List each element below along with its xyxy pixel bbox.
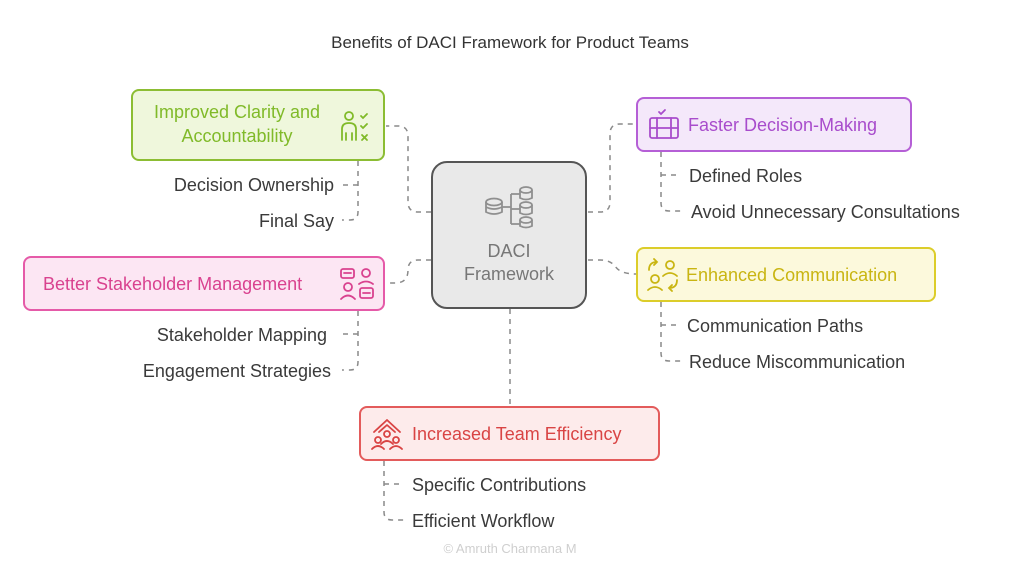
sub-decision-ownership: Decision Ownership	[173, 175, 334, 195]
node-better-stakeholder-management-label: Better Stakeholder Management	[43, 274, 303, 294]
center-node	[431, 161, 587, 309]
sub-efficient-workflow: Efficient Workflow	[412, 511, 555, 531]
people-chat-icon	[340, 268, 374, 300]
node-increased-team-efficiency	[359, 406, 660, 461]
sub-avoid-unnecessary-consultations: Avoid Unnecessary Consultations	[691, 202, 960, 222]
server-rack-icon	[649, 109, 679, 139]
database-stack-icon	[485, 186, 533, 229]
sub-stakeholder-mapping: Stakeholder Mapping	[156, 325, 327, 345]
node-better-stakeholder-management	[23, 256, 385, 311]
people-exchange-icon	[647, 258, 678, 292]
node-improved-clarity-label-line1: Improved Clarity and	[153, 102, 321, 122]
sub-communication-paths: Communication Paths	[687, 316, 864, 336]
connector-decision-items	[660, 152, 681, 212]
connector-center-clarity	[386, 125, 431, 213]
connector-efficiency-items	[383, 461, 404, 521]
connector-center-decision	[588, 123, 636, 213]
team-growth-icon	[371, 419, 403, 450]
node-faster-decision-making-label: Faster Decision-Making	[688, 115, 878, 135]
node-improved-clarity-label-line2: Accountability	[181, 126, 293, 146]
sub-engagement-strategies: Engagement Strategies	[142, 361, 331, 381]
connector-center-stakeholder	[386, 259, 431, 284]
sub-defined-roles: Defined Roles	[689, 166, 803, 186]
center-label-line2: Framework	[463, 264, 554, 284]
person-checklist-icon	[341, 111, 368, 141]
sub-specific-contributions: Specific Contributions	[412, 475, 587, 495]
node-enhanced-communication-label: Enhanced Communication	[686, 265, 898, 285]
center-label-line1: DACI	[487, 241, 531, 261]
center-label: DACI Framework	[431, 240, 587, 286]
node-enhanced-communication	[636, 247, 936, 302]
diagram-title: Benefits of DACI Framework for Product T…	[331, 33, 689, 52]
copyright-footer: © Amruth Charmana M	[443, 541, 577, 556]
connector-center-communication	[588, 259, 637, 275]
sub-final-say: Final Say	[258, 211, 334, 231]
sub-reduce-miscommunication: Reduce Miscommunication	[689, 352, 906, 372]
connector-stakeholder-items	[342, 311, 359, 371]
node-increased-team-efficiency-label: Increased Team Efficiency	[412, 424, 622, 444]
node-faster-decision-making	[636, 97, 912, 152]
node-improved-clarity-label: Improved Clarity and Accountability	[140, 100, 334, 148]
connector-communication-items	[660, 302, 681, 362]
connector-clarity-items	[342, 161, 359, 221]
